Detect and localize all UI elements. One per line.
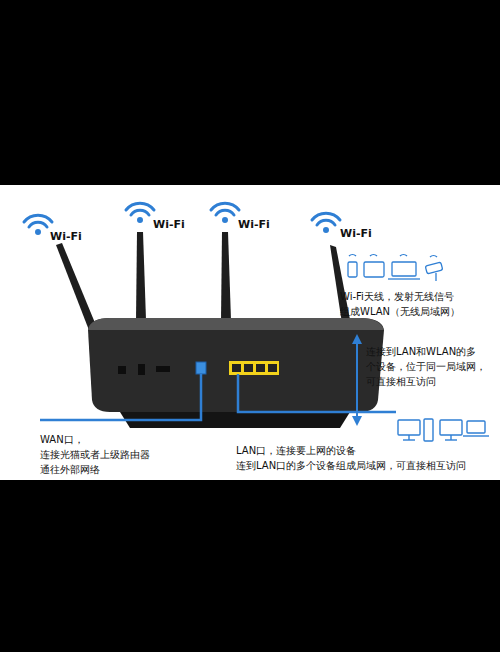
wireless-devices [348, 255, 443, 281]
wifi-label: Wi-Fi [50, 229, 82, 244]
cable-lines [40, 374, 396, 420]
wired-devices [398, 419, 489, 441]
lan-port-note: LAN口，连接要上网的设备 连到LAN口的多个设备组成局域网，可直接相互访问 [236, 443, 488, 473]
double-arrow [352, 334, 362, 426]
white-band [0, 185, 500, 480]
wan-port-note: WAN口，连接光猫或者上级路由器 通往外部网络 [40, 432, 190, 477]
wifi-label: Wi-Fi [238, 217, 270, 232]
wifi-label: Wi-Fi [340, 226, 372, 241]
wifi-icons [24, 203, 340, 233]
antenna-note: Wi-Fi天线，发射无线信号 组成WLAN（无线局域网） [340, 289, 490, 319]
wifi-label: Wi-Fi [153, 217, 185, 232]
lan-wlan-note: 连接到LAN和WLAN的多 个设备，位于同一局域网， 可直接相互访问 [366, 344, 492, 389]
